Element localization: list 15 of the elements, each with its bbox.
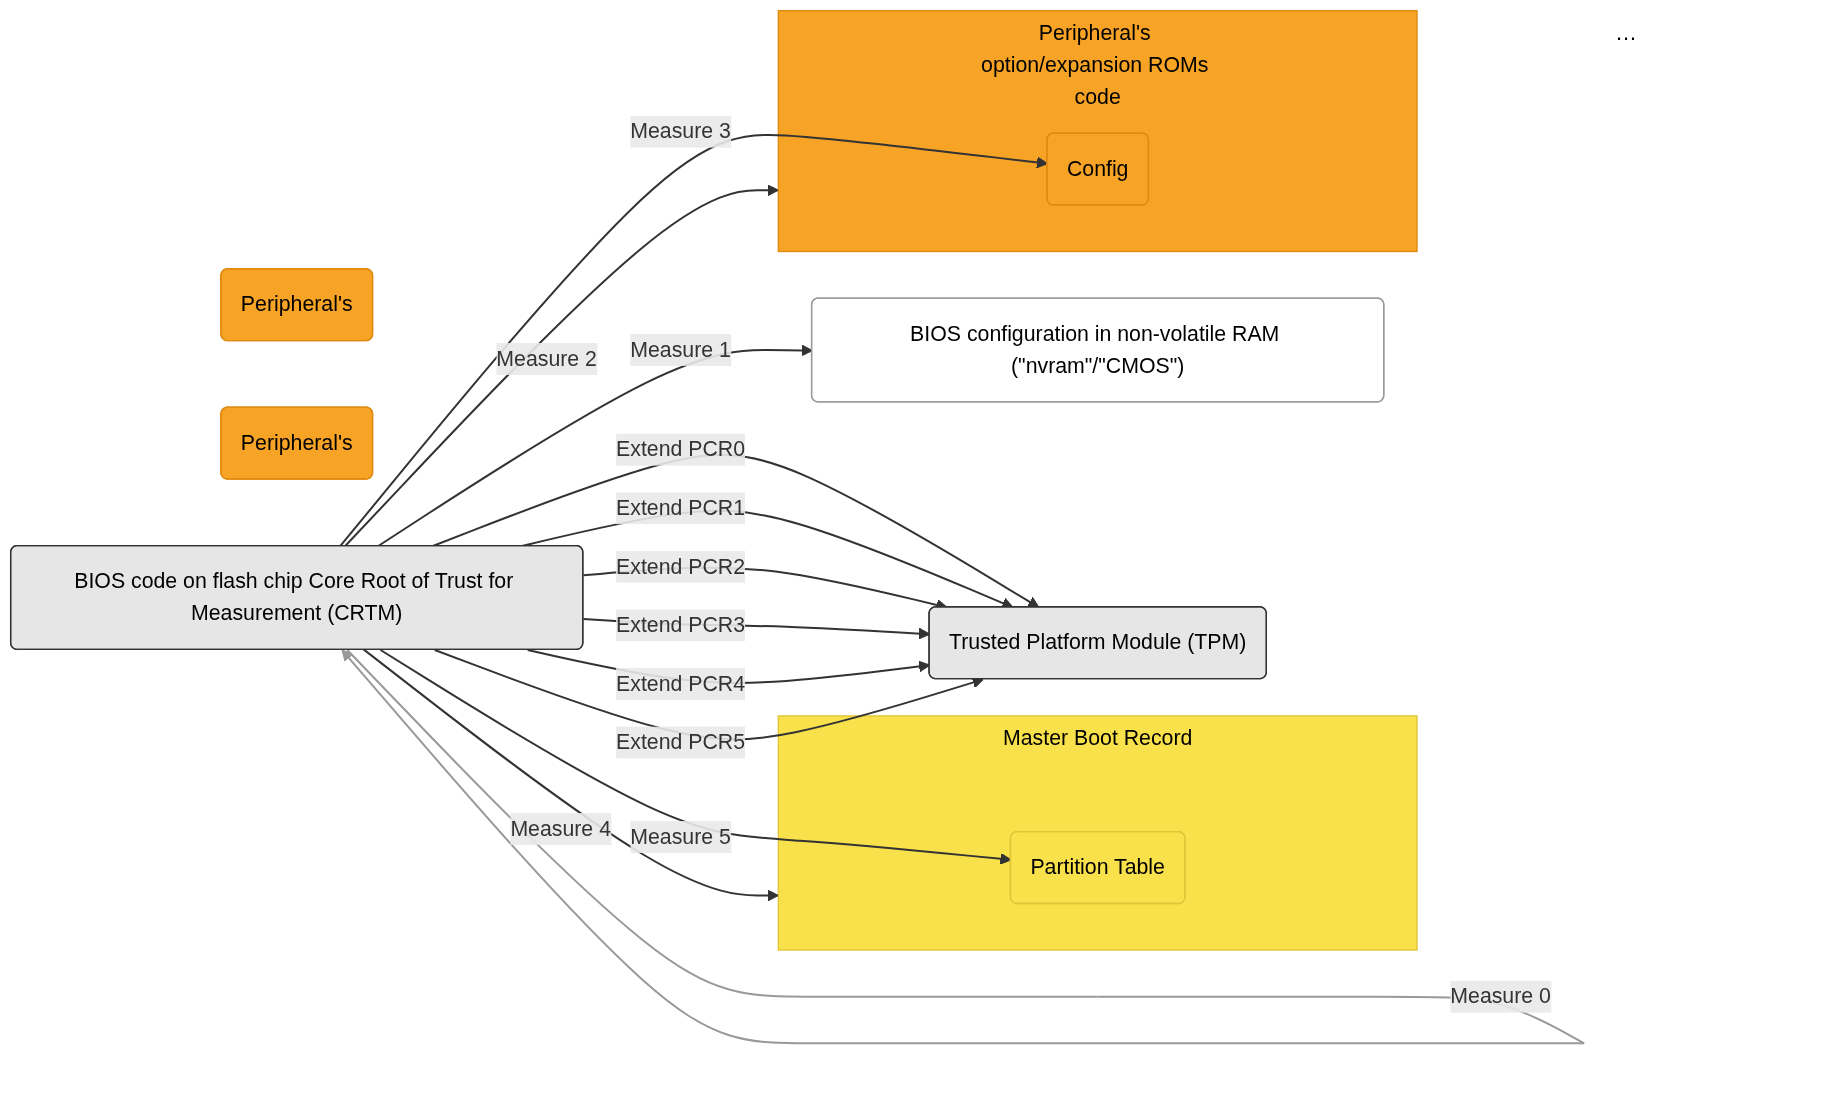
edge-label: Measure 0 <box>1450 984 1551 1008</box>
edge-label: Measure 3 <box>630 119 731 143</box>
edge-label: Extend PCR4 <box>616 671 746 695</box>
arrow <box>344 184 779 547</box>
edge-label: Extend PCR3 <box>616 613 746 637</box>
arrow <box>362 648 779 902</box>
edge-label: Extend PCR0 <box>616 437 746 461</box>
edge-label: Measure 5 <box>630 824 731 848</box>
note-text: … <box>1615 20 1638 46</box>
edge-label: Measure 4 <box>510 817 611 840</box>
edge-label: Measure 2 <box>496 346 597 370</box>
edge-label: Extend PCR1 <box>616 496 746 519</box>
edge-label: Measure 1 <box>630 337 731 361</box>
edge-label: Extend PCR2 <box>616 554 746 578</box>
edge-label: Extend PCR5 <box>616 730 746 754</box>
